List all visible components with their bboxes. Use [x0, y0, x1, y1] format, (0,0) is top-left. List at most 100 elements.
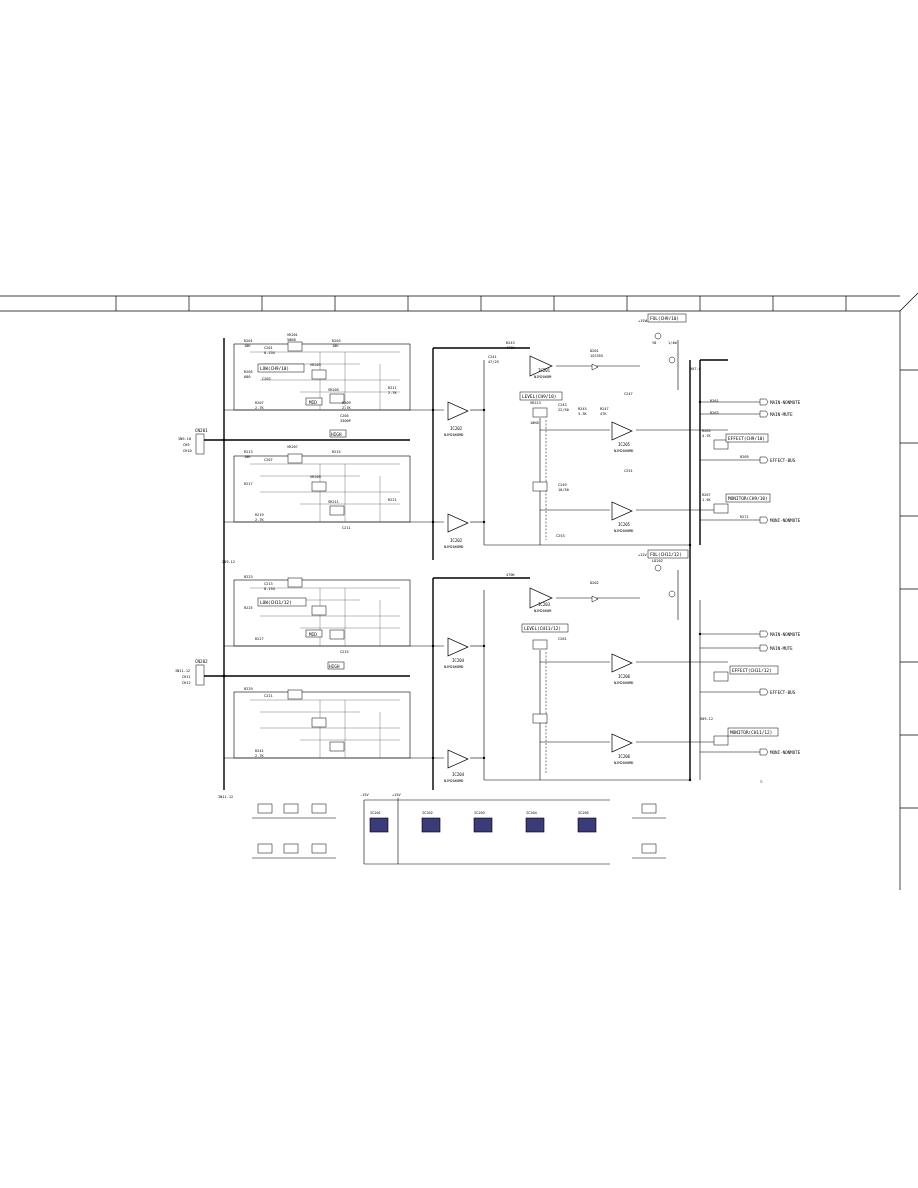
- c205-value: 3300P: [340, 419, 351, 423]
- r241-value: 2.7K: [255, 754, 264, 758]
- ic204b-type: NJM2068MD: [444, 779, 463, 783]
- c215-label: C215: [340, 650, 349, 654]
- port-main-mute-1-label: MAIN-MUTE: [770, 412, 793, 417]
- ic201-type: NJM2068M: [534, 375, 552, 379]
- plus12-ch11: +12V: [638, 553, 647, 557]
- pwr-ic201: IC201: [370, 811, 381, 815]
- ref-907-8: 907-8: [690, 367, 701, 371]
- fol-ch11-label: FOL(CH11/12): [650, 552, 682, 558]
- r225-label: R225: [244, 606, 253, 610]
- port-effect-bus-1: EFFECT-BUS: [759, 456, 796, 464]
- ld201-watt: 1/4W: [668, 341, 677, 345]
- component-labels-ch11: R223 C213 0.15U R225 R227 C215 R229 C221…: [244, 575, 349, 758]
- c201-value: 0.15U: [264, 351, 275, 355]
- pwr-ic203: IC203: [474, 811, 485, 815]
- cn202-pin-3: CH12: [182, 681, 191, 685]
- cn201-pin-2: CH9: [183, 443, 190, 447]
- ic206a-label: IC206: [618, 674, 631, 679]
- r221-label: R221: [388, 498, 397, 502]
- r243b-value: 470K: [506, 573, 515, 577]
- cn202-pin-2: CH11: [182, 675, 191, 679]
- vr201-value: 50KB: [287, 338, 296, 342]
- opamp-ic206b: IC206 NJM2068MD: [611, 733, 633, 765]
- port-main-mute-2: MAIN-MUTE: [759, 644, 793, 652]
- opamp-ic205a: IC205 NJM2068MD: [611, 421, 633, 453]
- ic206b-type: NJM2068MD: [614, 761, 633, 765]
- r229-label: R229: [244, 687, 253, 691]
- ref-in11-12: IN11-12: [218, 795, 233, 799]
- port-effect-bus-2: EFFECT-BUS: [759, 688, 796, 696]
- r245-value: 3.3K: [578, 412, 587, 416]
- low-ch11-label: LOW(CH11/12): [260, 600, 292, 606]
- ic206b-label: IC206: [618, 754, 631, 759]
- port-main-nonmute-1-label: MAIN-NONMUTE: [770, 400, 801, 405]
- sheet-frame: [0, 292, 918, 890]
- port-effect-bus-2-label: EFFECT-BUS: [770, 690, 796, 695]
- opamp-ic206a: IC206 NJM2068MD: [611, 653, 633, 685]
- vr213-value: 10KB: [530, 421, 539, 425]
- effect-ch11-label: EFFECT(CH11/12): [732, 668, 772, 674]
- r205-label: R205: [244, 370, 253, 374]
- c251-label: C251: [624, 469, 633, 473]
- c249-value: 10/50: [558, 488, 569, 492]
- cn201-pin-1: IN9-10: [178, 437, 191, 441]
- ref-209-12: 209-12: [222, 560, 235, 564]
- monitor-ch9-label: MONITOR(CH9/10): [728, 496, 768, 502]
- r265-value: 4.7K: [702, 434, 711, 438]
- port-main-nonmute-1: MAIN-NONMUTE: [759, 398, 801, 406]
- component-labels-ch9: R201 10K C201 0.15U R203 10K R205 680 C2…: [244, 339, 397, 530]
- frame-ticks-right: [900, 369, 918, 809]
- cn202-label: CN202: [195, 659, 208, 664]
- level-ch11-label: LEVEL(CH11/12): [524, 626, 561, 632]
- c243-value: 22/50: [558, 408, 569, 412]
- high-ch11-label: HIGH: [329, 664, 340, 670]
- vr201-label: VR201: [287, 333, 298, 337]
- r245-label: R245: [578, 407, 587, 411]
- r263-label: R263: [710, 411, 719, 415]
- r243-label: R243: [506, 341, 515, 345]
- vr205: VR205: [328, 388, 345, 404]
- r265-label: R265: [702, 429, 711, 433]
- port-moni-nonmute-2: MONI-NONMUTE: [759, 748, 801, 756]
- c221-label: C221: [264, 694, 273, 698]
- r223-label: R223: [244, 575, 253, 579]
- c241-value: 47/25: [488, 360, 499, 364]
- ld202-label: LD202: [652, 559, 663, 563]
- r227-label: R227: [255, 637, 264, 641]
- c213-value: 0.15U: [264, 587, 275, 591]
- ic205b-label: IC205: [618, 522, 631, 527]
- ic204a-label: IC204: [452, 658, 465, 663]
- vr203-label: VR203: [310, 363, 321, 367]
- potentiometers: VR201 50KB VR203 VR205 VR207 VR209 VR211: [287, 333, 729, 752]
- r261-label: R261: [710, 399, 719, 403]
- ic204a-type: NJM2068MD: [444, 665, 463, 669]
- c211-label: C211: [342, 526, 351, 530]
- port-main-nonmute-2-label: MAIN-NONMUTE: [770, 632, 801, 637]
- port-main-mute-2-label: MAIN-MUTE: [770, 646, 793, 651]
- plus15-ch9: +15V: [638, 319, 647, 323]
- r209-value: 2.7K: [342, 406, 351, 410]
- vr209-label: VR209: [310, 475, 321, 479]
- ld201-color: Y8: [652, 341, 656, 345]
- cn201-label: CN201: [195, 428, 208, 433]
- vr213-label: VR213: [530, 401, 541, 405]
- r267-value: 1.5K: [702, 498, 711, 502]
- r271-label: R271: [740, 515, 749, 519]
- vr211: VR211: [328, 500, 345, 516]
- wiring: [204, 338, 760, 790]
- ic203-label: IC203: [538, 602, 551, 607]
- port-effect-bus-1-label: EFFECT-BUS: [770, 458, 796, 463]
- port-main-nonmute-2: MAIN-NONMUTE: [759, 630, 801, 638]
- pwr-ic205: IC205: [578, 811, 589, 815]
- c213-label: C213: [264, 582, 273, 586]
- connector-cn201: CN201 IN9-10 CH9 CH10 209-12: [178, 428, 235, 564]
- vr201: VR201 50KB: [287, 333, 303, 352]
- ic202a-label: IC202: [450, 426, 463, 431]
- r247-label: R247: [600, 407, 609, 411]
- revision-triangle: △: [760, 778, 763, 783]
- port-main-mute-1: MAIN-MUTE: [759, 410, 793, 418]
- opamp-ic204b: IC204 NJM2068MD: [444, 749, 469, 783]
- r201-value: 10K: [244, 344, 251, 348]
- r207-label: R207: [255, 401, 264, 405]
